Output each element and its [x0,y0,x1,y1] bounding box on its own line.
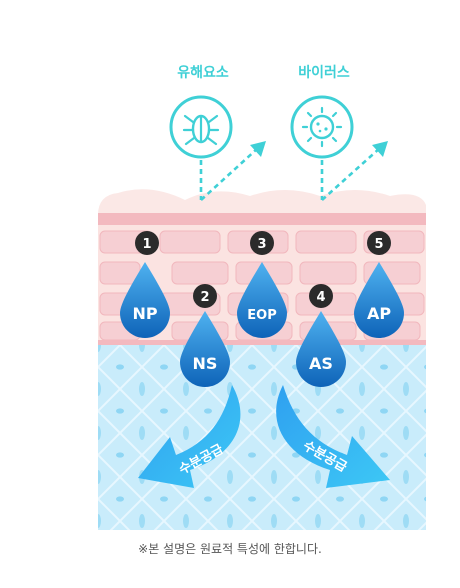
footnote: ※본 설명은 원료적 특성에 한합니다. [138,542,322,556]
svg-text:AS: AS [309,354,333,373]
svg-text:2: 2 [200,290,209,305]
drop-ns: NS [180,311,230,387]
svg-text:EOP: EOP [247,308,276,323]
arrowhead-icon [372,141,388,157]
arrowhead-icon [250,141,266,157]
drop-eop: EOP [237,262,287,338]
supply-arrow-right [276,385,390,488]
svg-text:3: 3 [257,237,266,252]
svg-text:5: 5 [374,237,383,252]
svg-text:4: 4 [316,290,325,305]
threat-label-virus: 바이러스 [298,65,350,81]
badge-3: 3 [250,231,274,255]
svg-text:NP: NP [132,304,157,323]
drop-np: NP [120,262,170,338]
badge-1: 1 [135,231,159,255]
water-layer [98,342,426,530]
badge-4: 4 [309,284,333,308]
drop-as: AS [296,311,346,387]
svg-text:AP: AP [367,304,391,323]
drop-ap: AP [354,262,404,338]
virus-icon [290,95,354,159]
svg-text:1: 1 [142,237,151,252]
deflect-arrows [199,147,381,201]
svg-text:NS: NS [193,354,218,373]
threat-label-harmful: 유해요소 [177,65,229,81]
bug-icon [169,95,233,159]
supply-arrow-left [138,385,241,488]
badge-2: 2 [193,284,217,308]
badge-5: 5 [367,231,391,255]
